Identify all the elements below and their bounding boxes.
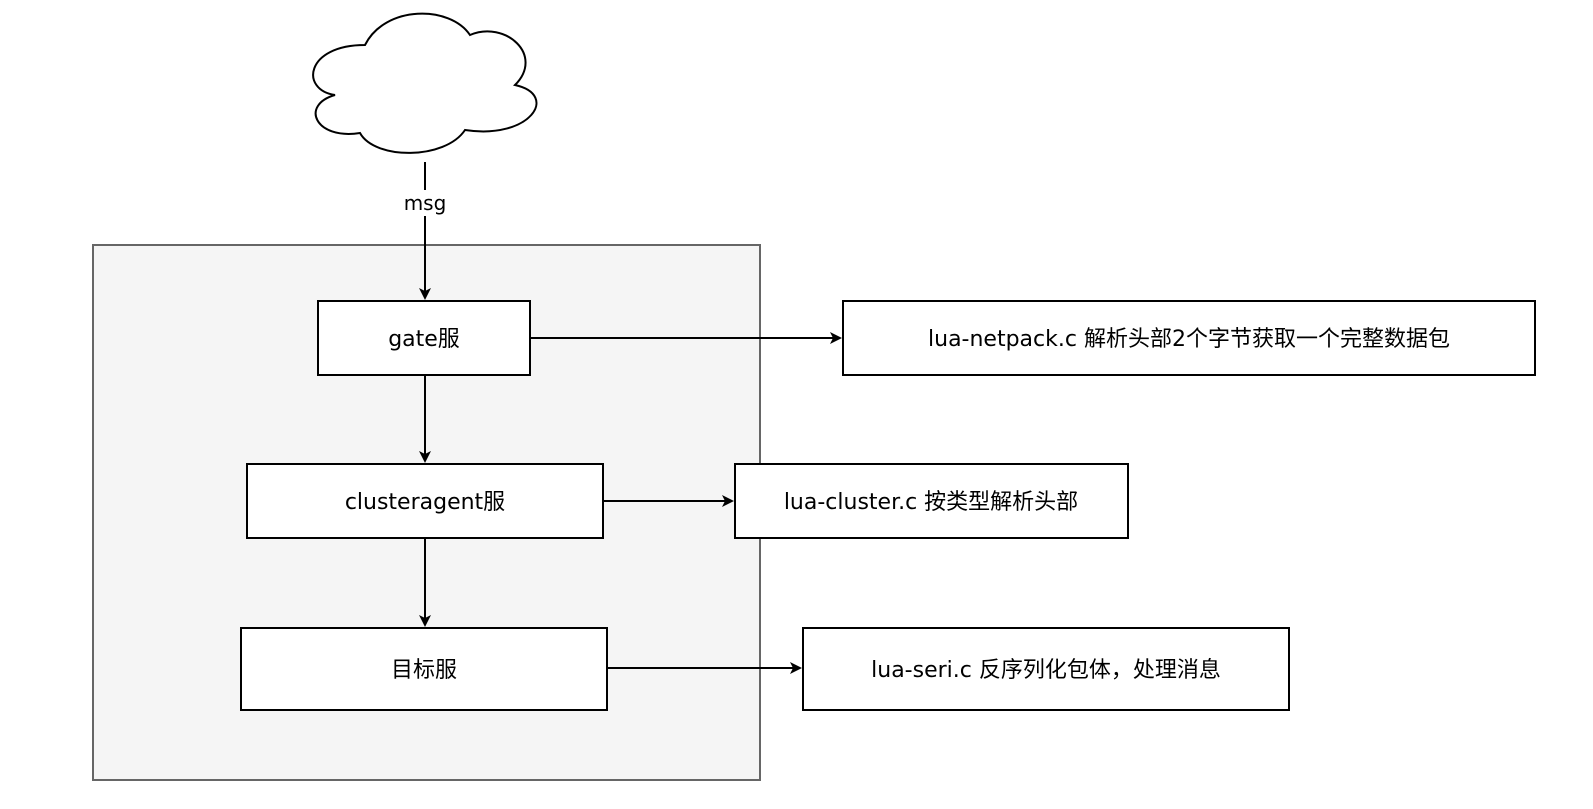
gate-node-label: gate服 xyxy=(388,327,460,352)
msg-label: msg xyxy=(404,191,447,215)
msg-label-bg xyxy=(402,190,448,216)
cluster-node[interactable] xyxy=(734,463,1129,539)
gate-node[interactable] xyxy=(317,300,531,376)
cloud-shape xyxy=(312,12,538,154)
cluster-node-label: lua-cluster.c 按类型解析头部 xyxy=(784,490,1078,515)
netpack-node-label: lua-netpack.c 解析头部2个字节获取一个完整数据包 xyxy=(928,327,1450,352)
target-node[interactable] xyxy=(240,627,608,711)
target-node-label: 目标服 xyxy=(391,658,457,683)
seri-node-label: lua-seri.c 反序列化包体，处理消息 xyxy=(871,658,1221,683)
netpack-node[interactable] xyxy=(842,300,1536,376)
clusteragent-node-label: clusteragent服 xyxy=(345,490,505,515)
clusteragent-node[interactable] xyxy=(246,463,604,539)
seri-node[interactable] xyxy=(802,627,1290,711)
